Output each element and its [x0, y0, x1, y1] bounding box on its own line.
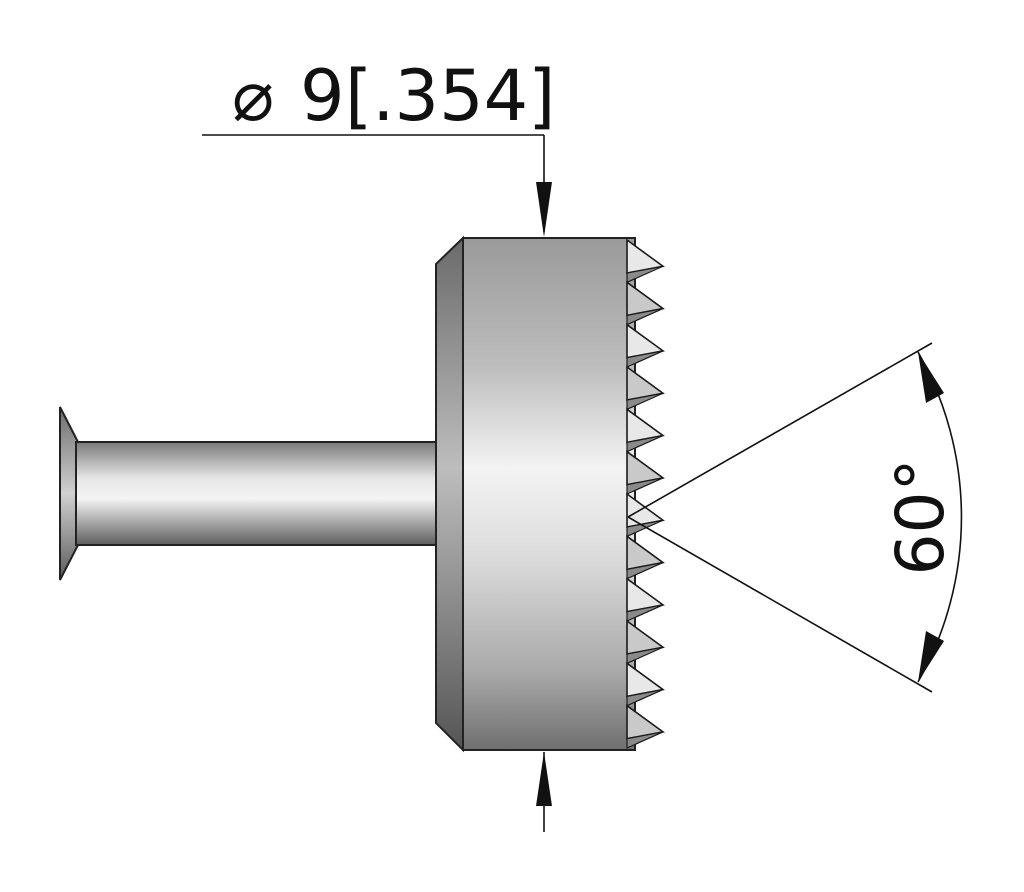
tooth-shadow	[626, 688, 664, 707]
diameter-dimension	[202, 134, 552, 832]
angle-extension-upper	[627, 342, 933, 518]
tooth-shadow	[626, 265, 664, 284]
cutter-body	[462, 237, 636, 751]
tooth-shadow	[626, 646, 664, 665]
diameter-symbol: ⌀	[232, 55, 274, 137]
serrated-teeth	[626, 238, 665, 749]
shaft	[75, 441, 439, 546]
tooth-shadow	[626, 307, 664, 326]
tooth-shadow	[626, 604, 664, 622]
tooth-shadow	[626, 434, 664, 453]
arrow-down-icon	[536, 182, 552, 237]
tooth-shadow	[626, 519, 664, 538]
angle-extension-lower	[627, 516, 933, 693]
diameter-value-inch: [.354]	[345, 55, 555, 137]
tooth-shadow	[626, 477, 664, 495]
tooth-shadow	[626, 392, 664, 411]
tooth-shadow	[626, 350, 664, 368]
arc-arrow-up-icon	[918, 352, 944, 403]
tooth-shadow	[626, 731, 664, 749]
chamfer-ring	[435, 235, 464, 753]
tooth-shadow	[626, 561, 664, 580]
angle-value: 60°	[882, 459, 959, 576]
arc-arrow-down-icon	[918, 631, 944, 682]
angle-dimension	[627, 342, 963, 693]
diameter-value: 9	[300, 55, 345, 137]
arrow-up-icon	[536, 752, 552, 806]
